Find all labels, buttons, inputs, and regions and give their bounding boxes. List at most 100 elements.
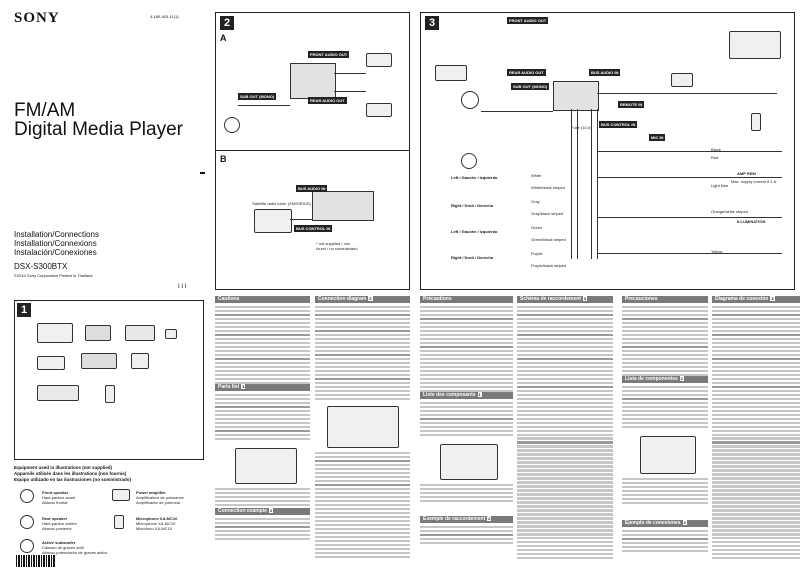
wire-color-light-blue: Light blue	[711, 183, 729, 188]
precauciones-title: Precauciones	[625, 296, 658, 302]
panel-1: 1	[14, 300, 204, 460]
precauciones-text	[622, 306, 708, 378]
wire-color-green-black: Green/black striped	[531, 237, 566, 242]
wire	[290, 219, 312, 220]
parts-list-tag: 1	[241, 384, 246, 389]
exemple-raccordement-text	[420, 526, 513, 546]
rear-amp	[366, 103, 392, 117]
wire-color-red: Red	[711, 155, 719, 160]
remote-control	[671, 73, 693, 87]
liste-composants-tag: 1	[477, 392, 482, 397]
model-number: DSX-S300BTX	[14, 262, 68, 271]
diagrama-conexion-tag: 3	[770, 296, 775, 301]
wire-color-orange-white: Orange/white striped	[711, 209, 748, 214]
precautions-title: Précautions	[423, 296, 452, 302]
wire	[597, 93, 777, 94]
section-a: A	[220, 33, 227, 43]
power-amp-es: Amplificador de potencia	[136, 500, 180, 505]
amplifier-icon	[112, 489, 130, 501]
wire	[238, 105, 290, 106]
front-speaker-label: Front speaker	[42, 490, 69, 495]
cautions-text	[215, 306, 310, 386]
exemple-raccordement-title: Exemple de raccordement	[423, 516, 486, 522]
rear-speaker-fr: Haut-parleur arrière	[42, 521, 77, 526]
front-audio-out-label: FRONT AUDIO OUT	[507, 17, 549, 24]
subwoofer-es: Altavoz potenciador de graves activo	[42, 550, 108, 555]
subtitle-en: Installation/Connections	[14, 230, 99, 239]
diagrama-conexion-text	[712, 306, 800, 561]
catch-illustration	[640, 436, 696, 474]
satellite-label: Satellite radio tuner (XM/SIRIUS)	[252, 201, 311, 206]
part-bracket	[85, 325, 111, 341]
wire	[597, 217, 782, 218]
subwoofer-label: Active subwoofer	[42, 540, 76, 545]
head-unit	[290, 63, 336, 99]
divider	[216, 150, 410, 151]
barcode	[16, 555, 56, 567]
roman-numerals: I I I	[178, 284, 187, 290]
right-front-label: Right / Droit / Derecho	[451, 203, 494, 208]
sub-out-label: SUB OUT (MONO)	[238, 93, 277, 100]
catch-illustration	[440, 444, 498, 480]
part-screws	[165, 329, 177, 339]
subtitle-es: Instalación/Conexiones	[14, 248, 97, 257]
part-cover	[37, 356, 65, 370]
illumination-label: ILLUMINATION	[737, 219, 766, 224]
cautions-title: Cautions	[218, 296, 240, 302]
ejemplo-conexiones-title: Ejemplo de conexiones	[625, 520, 681, 526]
equipment-block: Equipment used in illustrations (not sup…	[14, 465, 204, 565]
part-housing	[125, 325, 155, 341]
microphone-icon	[751, 113, 761, 131]
speaker-icon	[461, 91, 479, 109]
subtitle-fr: Installation/Connexions	[14, 239, 97, 248]
wire	[571, 109, 572, 259]
title-line1: FM/AM	[14, 100, 76, 121]
subwoofer-icon	[20, 539, 34, 553]
max-supply-label: Max. supply current 0.1 A	[731, 179, 777, 184]
part-plate	[37, 385, 79, 401]
fuse-label: Fuse (10 A)	[571, 125, 592, 130]
wire	[334, 91, 366, 92]
equip-title-en: Equipment used in illustrations (not sup…	[14, 465, 113, 470]
lista-componentes-text	[622, 386, 708, 430]
connection-illustration	[327, 406, 399, 448]
notes-text	[420, 484, 513, 504]
catch-illustration	[235, 448, 297, 484]
front-speaker-fr: Haut-parleur avant	[42, 495, 76, 500]
part-keys	[105, 385, 115, 403]
wire	[577, 109, 578, 259]
head-unit-b	[312, 191, 374, 221]
panel-number: 2	[220, 16, 234, 30]
parts-list-title: Parts list	[218, 384, 240, 390]
precauciones-header: Precauciones	[622, 296, 708, 303]
power-amp-fr: Amplificateur de puissance	[136, 495, 184, 500]
rear-speaker-es: Altavoz posterior	[42, 526, 72, 531]
equip-title-fr: Appareils utilisés dans les illustration…	[14, 471, 127, 476]
part-frame	[37, 323, 73, 343]
wire	[597, 109, 598, 259]
bus-audio-in-label: BUS AUDIO IN	[589, 69, 621, 76]
wire	[597, 151, 782, 152]
panel-2: 2 A FRONT AUDIO OUT REAR AUDIO OUT SUB O…	[215, 12, 410, 290]
mic-in-label: MIC IN	[649, 134, 666, 141]
parts-list-text	[215, 394, 310, 442]
rear-audio-out-label: REAR AUDIO OUT	[308, 97, 347, 104]
precautions-text	[420, 306, 513, 394]
sub-out-label: SUB OUT (MONO)	[511, 83, 550, 90]
satellite-tuner	[254, 209, 292, 233]
microphone-label: Microphone XA-MC10	[136, 516, 178, 521]
speaker-icon	[20, 515, 34, 529]
head-unit-rear	[553, 81, 599, 111]
connection-diagram-text-2	[315, 452, 410, 560]
exemple-raccordement-tag: 2	[487, 516, 492, 521]
lista-componentes-tag: 1	[679, 376, 685, 381]
front-amp	[366, 53, 392, 67]
bus-audio-in-label: BUS AUDIO IN	[296, 185, 328, 192]
